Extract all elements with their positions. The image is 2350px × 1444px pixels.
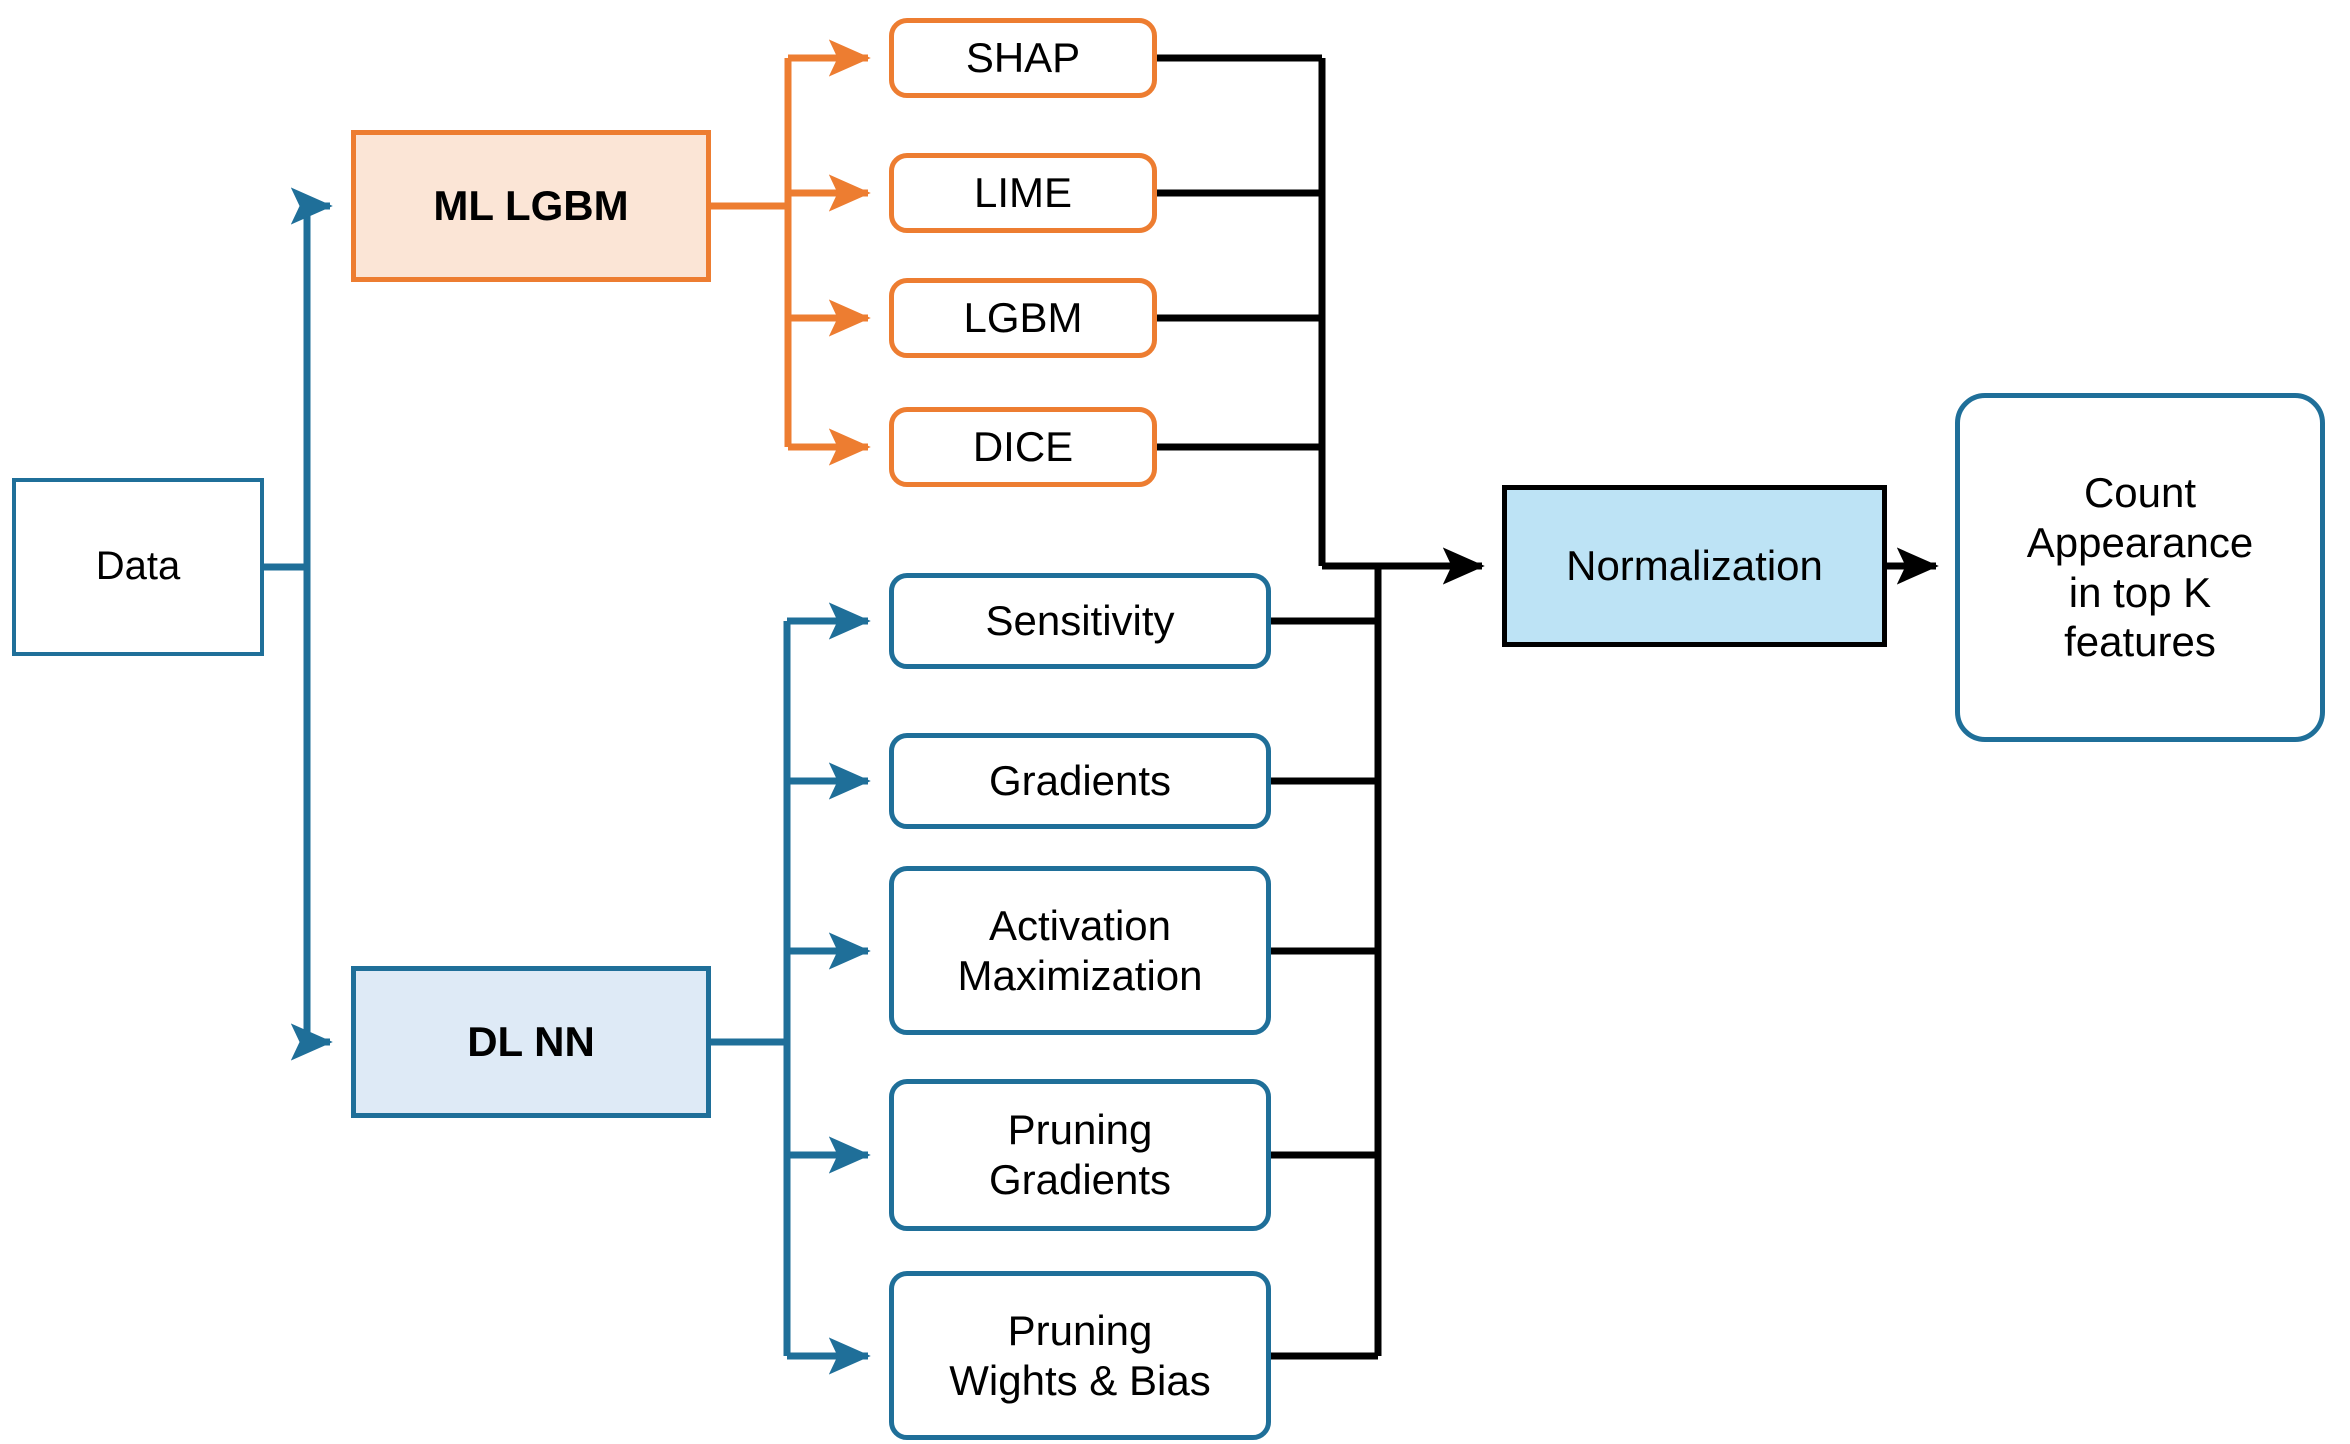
edge-dl-collector: [1271, 566, 1382, 1360]
node-dl-method-sensitivity[interactable]: Sensitivity: [889, 573, 1271, 669]
node-dl-method-sensitivity-label: Sensitivity: [985, 597, 1175, 645]
edge-ml-fanout: [711, 39, 871, 466]
node-dl-method-pruning-wights-bias[interactable]: Pruning Wights & Bias: [889, 1271, 1271, 1440]
node-count-appearance-label: Count Appearance in top K features: [2026, 469, 2254, 666]
node-dl-method-activation-maximization-label: Activation Maximization: [957, 901, 1203, 999]
edge-dl-fanout: [711, 602, 871, 1375]
node-ml-method-lgbm-label: LGBM: [963, 294, 1083, 342]
node-ml-lgbm[interactable]: ML LGBM: [351, 130, 711, 282]
node-ml-method-shap-label: SHAP: [965, 34, 1081, 82]
edge-data-split: [264, 187, 333, 1061]
node-dl-method-gradients[interactable]: Gradients: [889, 733, 1271, 829]
node-dl-nn-label: DL NN: [467, 1018, 595, 1066]
node-ml-method-lgbm[interactable]: LGBM: [889, 278, 1157, 358]
node-data[interactable]: Data: [12, 478, 264, 656]
node-dl-method-pruning-wights-bias-label: Pruning Wights & Bias: [949, 1306, 1211, 1404]
node-dl-method-pruning-gradients-label: Pruning Gradients: [988, 1106, 1172, 1203]
node-ml-lgbm-label: ML LGBM: [433, 182, 629, 230]
edge-ml-collector: [1157, 54, 1326, 566]
node-data-label: Data: [95, 544, 181, 589]
node-dl-method-pruning-gradients[interactable]: Pruning Gradients: [889, 1079, 1271, 1231]
node-ml-method-dice-label: DICE: [972, 423, 1074, 471]
node-dl-nn[interactable]: DL NN: [351, 966, 711, 1118]
node-dl-method-activation-maximization[interactable]: Activation Maximization: [889, 866, 1271, 1035]
node-ml-method-shap[interactable]: SHAP: [889, 18, 1157, 98]
node-normalization-label: Normalization: [1566, 542, 1823, 590]
node-ml-method-dice[interactable]: DICE: [889, 407, 1157, 487]
node-dl-method-gradients-label: Gradients: [988, 757, 1172, 805]
node-normalization[interactable]: Normalization: [1502, 485, 1887, 647]
node-ml-method-lime-label: LIME: [973, 169, 1073, 217]
node-ml-method-lime[interactable]: LIME: [889, 153, 1157, 233]
node-count-appearance[interactable]: Count Appearance in top K features: [1955, 393, 2325, 742]
